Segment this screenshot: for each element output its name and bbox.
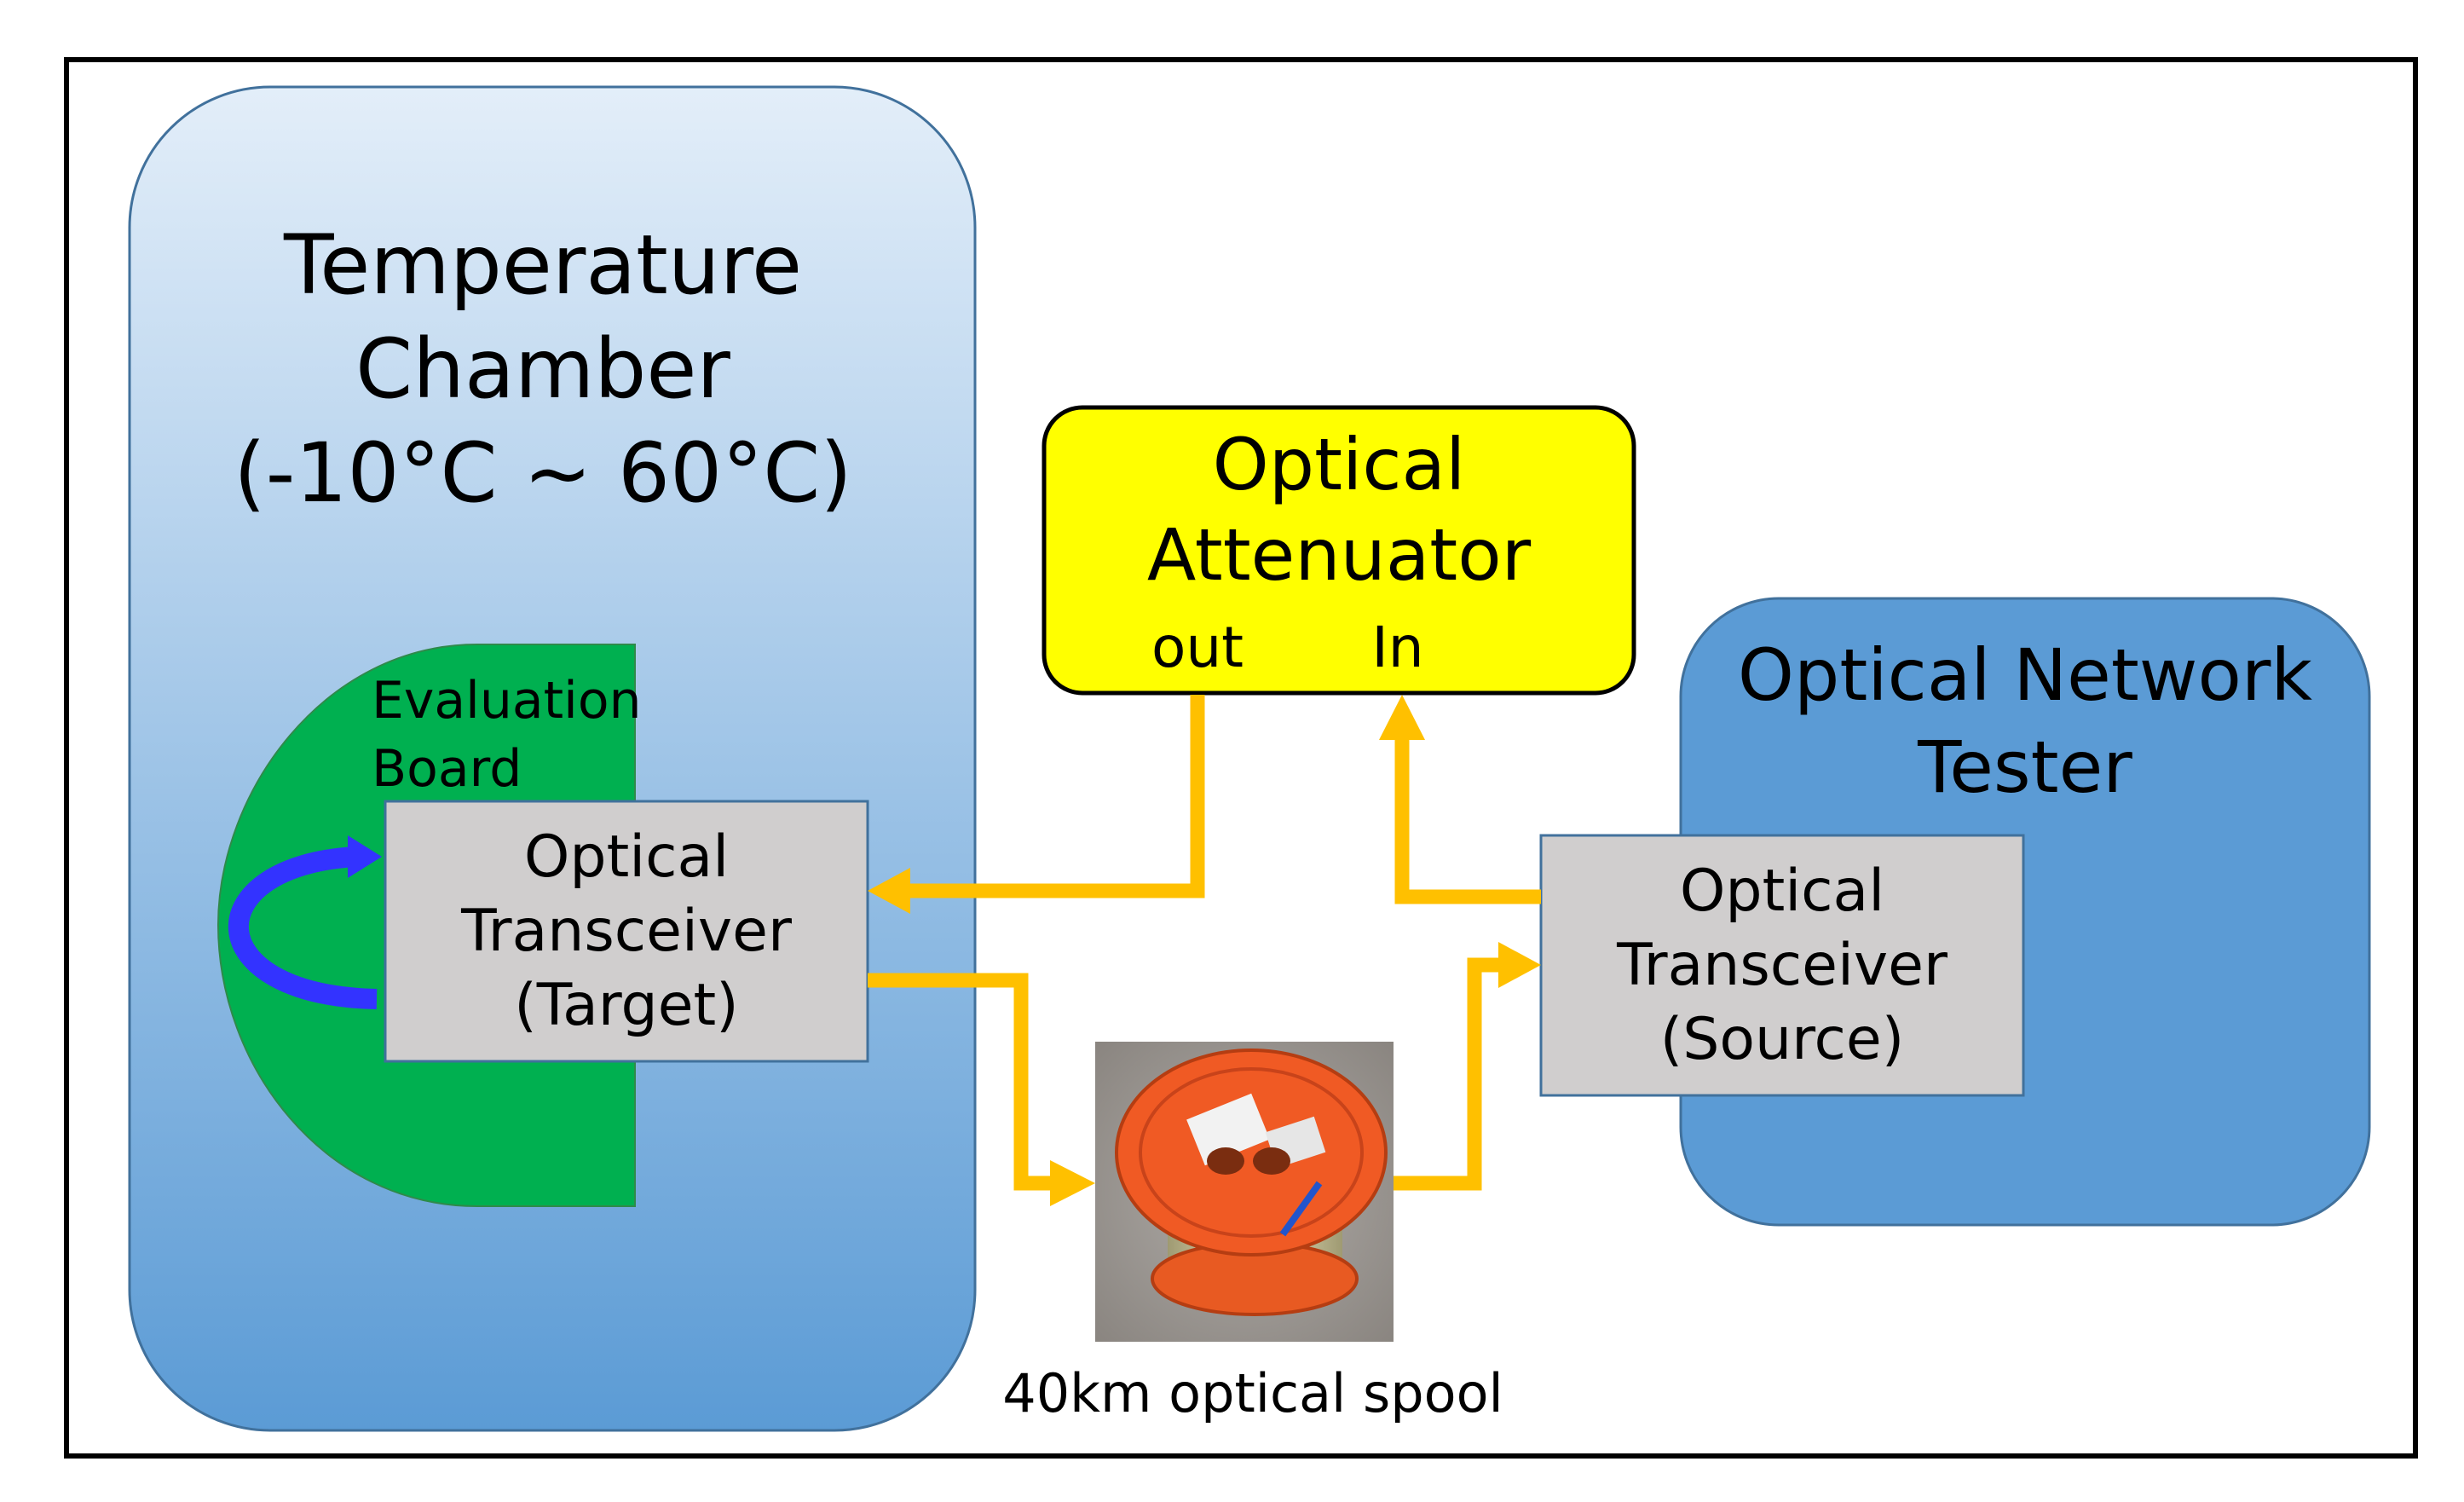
fiber-source-to-atten-in [1394, 725, 1541, 904]
evaluation-board-label: Evaluation Board [372, 667, 642, 803]
tester-title-line-2: Tester [1918, 725, 2132, 809]
source-transceiver-label: Optical Transceiver (Source) [1541, 854, 2023, 1077]
arrowhead-into-atten-in [1379, 695, 1425, 740]
spool-caption: 40km optical spool [1002, 1362, 1503, 1424]
tester-title-line-1: Optical Network [1737, 633, 2313, 717]
fiber-target-to-spool [868, 973, 1053, 1191]
board-label-line-2: Board [372, 739, 522, 799]
source-label-line-2: Transceiver [1617, 932, 1948, 999]
temperature-chamber-title: Temperature Chamber (-10°C ~ 60°C) [130, 213, 956, 525]
chamber-title-line-1: Temperature [283, 217, 803, 313]
attenuator-title-line-2: Attenuator [1146, 513, 1532, 597]
source-label-line-3: (Source) [1659, 1006, 1905, 1073]
fiber-spool-to-source [1394, 957, 1502, 1191]
arrowhead-into-target [868, 868, 910, 914]
target-label-line-2: Transceiver [461, 898, 792, 965]
source-transceiver-box [1539, 834, 2025, 1097]
fiber-connection-arrows [868, 695, 1541, 1191]
target-transceiver-box [384, 800, 869, 1063]
fiber-atten-out-to-target [905, 695, 1205, 898]
arrowhead-into-spool [1050, 1160, 1095, 1206]
chamber-title-line-3: (-10°C ~ 60°C) [234, 425, 852, 521]
source-label-line-1: Optical [1679, 858, 1885, 925]
attenuator-title: Optical Attenuator [1044, 419, 1634, 600]
loopback-arrow-shaft [228, 846, 378, 1009]
fiber-spool-image [1095, 1042, 1394, 1342]
attenuator-title-line-1: Optical [1212, 423, 1466, 506]
loopback-arrow-head [348, 835, 382, 878]
attenuator-port-in: In [1371, 615, 1424, 680]
network-tester-title: Optical Network Tester [1681, 629, 2369, 813]
attenuator-port-out: out [1151, 615, 1244, 680]
arrowhead-into-source [1498, 942, 1541, 988]
attenuator-box [1042, 405, 1636, 696]
board-label-line-1: Evaluation [372, 671, 642, 731]
target-transceiver-label: Optical Transceiver (Target) [385, 820, 868, 1043]
target-label-line-1: Optical [523, 823, 730, 891]
fiber-arrow-heads [868, 695, 1541, 1206]
target-label-line-3: (Target) [514, 972, 739, 1039]
chamber-title-line-2: Chamber [355, 321, 730, 417]
